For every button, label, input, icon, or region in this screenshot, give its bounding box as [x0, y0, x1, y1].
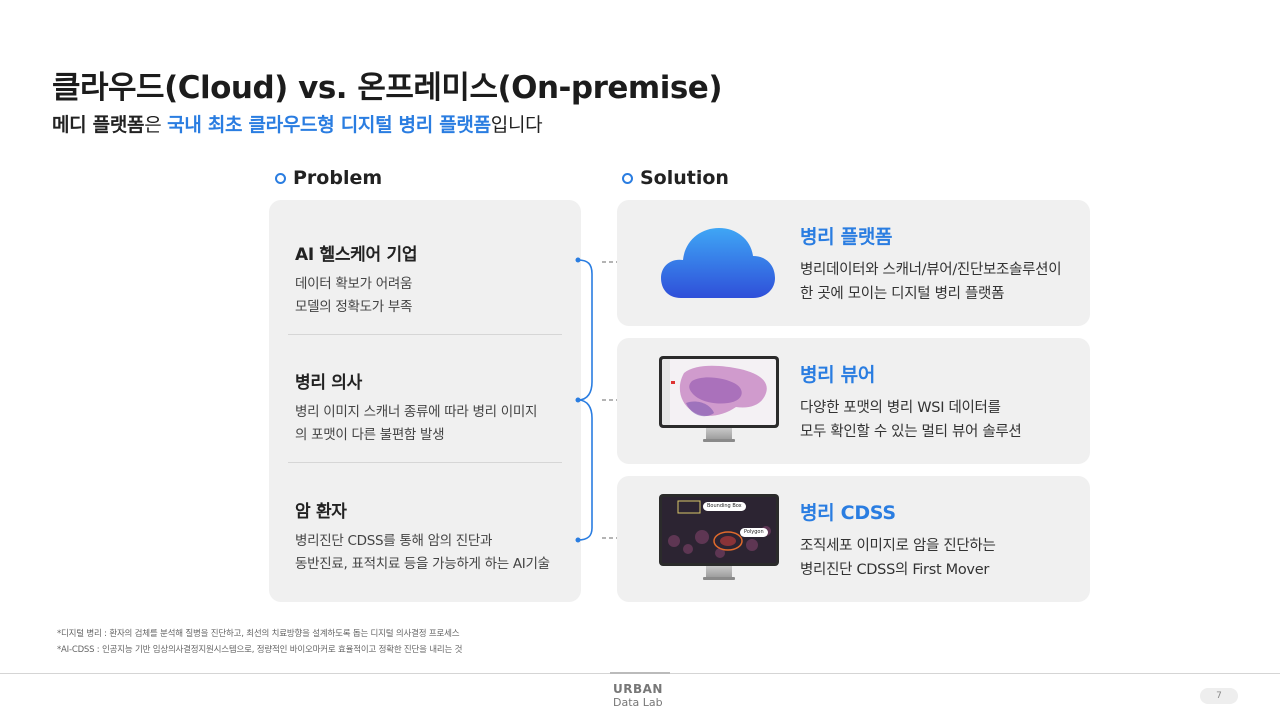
- problem-item-pathologist: 병리 의사 병리 이미지 스캐너 종류에 따라 병리 이미지 의 포맷이 다른 …: [295, 368, 565, 447]
- logo-line1: URBAN: [613, 683, 663, 696]
- cloud-icon: [661, 228, 775, 298]
- polygon-label: Polygon: [740, 528, 768, 537]
- solution-card-line: 병리진단 CDSS의 First Mover: [800, 562, 989, 578]
- page-title: 클라우드(Cloud) vs. 온프레미스(On-premise): [52, 70, 723, 106]
- logo-line2: Data Lab: [613, 696, 663, 709]
- problem-panel: AI 헬스케어 기업 데이터 확보가 어려움 모델의 정확도가 부족 병리 의사…: [269, 200, 581, 602]
- footer-divider-accent: [610, 672, 670, 674]
- footnote: *디지털 병리 : 환자의 검체를 분석해 질병을 진단하고, 최선의 치료방향…: [57, 629, 460, 639]
- wsi-tissue-image: [662, 359, 767, 425]
- solution-card-cdss: Bounding Box Polygon 병리 CDSS 조직세포 이미지로 암…: [617, 476, 1090, 602]
- bracket-dot: [575, 257, 581, 263]
- problem-item-line: 병리진단 CDSS를 통해 암의 진단과: [295, 533, 493, 549]
- solution-card-desc: 병리데이터와 스캐너/뷰어/진단보조솔루션이 한 곳에 모이는 디지털 병리 플…: [800, 258, 1062, 306]
- divider: [288, 462, 562, 463]
- page-subtitle: 메디 플랫폼은 국내 최초 클라우드형 디지털 병리 플랫폼입니다: [52, 110, 543, 137]
- problem-item-line: 의 포맷이 다른 불편함 발생: [295, 427, 445, 443]
- bracket-upper: [577, 259, 593, 401]
- subtitle-brand: 메디 플랫폼: [52, 114, 145, 136]
- problem-item-line: 데이터 확보가 어려움: [295, 276, 413, 292]
- subtitle-particle: 은: [144, 114, 168, 136]
- problem-item-title: 병리 의사: [295, 373, 362, 393]
- subtitle-highlight: 국내 최초 클라우드형 디지털 병리 플랫폼: [167, 114, 491, 136]
- subtitle-ending: 입니다: [490, 114, 543, 136]
- problem-item-title: AI 헬스케어 기업: [295, 245, 418, 265]
- problem-item-title: 암 환자: [295, 502, 347, 522]
- bracket-dot: [575, 537, 581, 543]
- page-number: 7: [1200, 688, 1238, 704]
- monitor-cdss-icon: Bounding Box Polygon: [659, 494, 779, 582]
- solution-card-line: 병리데이터와 스캐너/뷰어/진단보조솔루션이: [800, 262, 1062, 278]
- solution-card-title: 병리 플랫폼: [800, 226, 893, 248]
- bracket-lower: [577, 399, 593, 541]
- problem-item-line: 모델의 정확도가 부족: [295, 299, 413, 315]
- bracket-dot: [575, 397, 581, 403]
- problem-heading-label: Problem: [293, 167, 383, 189]
- company-logo: URBAN Data Lab: [613, 683, 667, 709]
- solution-card-line: 한 곳에 모이는 디지털 병리 플랫폼: [800, 286, 1005, 302]
- solution-card-line: 다양한 포맷의 병리 WSI 데이터를: [800, 400, 1001, 416]
- problem-item-line: 동반진료, 표적치료 등을 가능하게 하는 AI기술: [295, 556, 550, 572]
- divider: [288, 334, 562, 335]
- solution-card-title: 병리 뷰어: [800, 364, 876, 386]
- solution-heading: Solution: [622, 167, 729, 189]
- footnote: *AI-CDSS : 인공지능 기반 임상의사결정지원시스템으로, 정량적인 바…: [57, 645, 463, 655]
- solution-card-line: 모두 확인할 수 있는 멀티 뷰어 솔루션: [800, 424, 1022, 440]
- solution-card-platform: 병리 플랫폼 병리데이터와 스캐너/뷰어/진단보조솔루션이 한 곳에 모이는 디…: [617, 200, 1090, 326]
- problem-item-ai-company: AI 헬스케어 기업 데이터 확보가 어려움 모델의 정확도가 부족: [295, 240, 565, 319]
- solution-heading-label: Solution: [640, 167, 729, 189]
- problem-heading: Problem: [275, 167, 382, 189]
- problem-item-line: 병리 이미지 스캐너 종류에 따라 병리 이미지: [295, 404, 538, 420]
- circle-bullet-icon: [275, 172, 286, 184]
- bounding-box-label: Bounding Box: [703, 502, 746, 511]
- solution-card-desc: 조직세포 이미지로 암을 진단하는 병리진단 CDSS의 First Mover: [800, 534, 996, 582]
- monitor-wsi-icon: [659, 356, 779, 444]
- solution-card-title: 병리 CDSS: [800, 502, 896, 524]
- solution-card-line: 조직세포 이미지로 암을 진단하는: [800, 538, 996, 554]
- problem-item-cancer-patient: 암 환자 병리진단 CDSS를 통해 암의 진단과 동반진료, 표적치료 등을 …: [295, 497, 565, 576]
- solution-card-desc: 다양한 포맷의 병리 WSI 데이터를 모두 확인할 수 있는 멀티 뷰어 솔루…: [800, 396, 1022, 444]
- solution-card-viewer: 병리 뷰어 다양한 포맷의 병리 WSI 데이터를 모두 확인할 수 있는 멀티…: [617, 338, 1090, 464]
- circle-bullet-icon: [622, 172, 633, 184]
